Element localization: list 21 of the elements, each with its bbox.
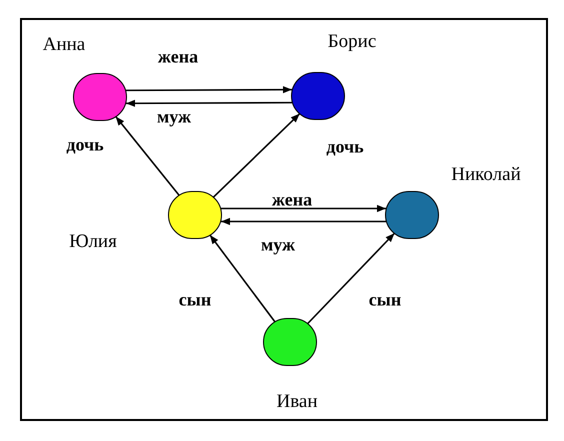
edge-label: жена xyxy=(158,46,198,68)
arrow xyxy=(209,234,276,322)
edge-label: жена xyxy=(272,188,312,212)
edge-label: дочь xyxy=(66,134,104,156)
person-name: Иван xyxy=(276,390,318,414)
arrow xyxy=(126,100,292,107)
edge-label: муж xyxy=(156,106,192,128)
arrow xyxy=(126,86,292,94)
edge-label: муж xyxy=(260,234,296,256)
person-name: Борис xyxy=(328,30,376,54)
arrow xyxy=(306,232,396,324)
person-name: Юлия xyxy=(69,230,117,254)
person-name: Николай xyxy=(451,162,521,187)
edge-label: сын xyxy=(368,288,402,312)
arrow xyxy=(221,218,386,226)
edge-label: сын xyxy=(178,288,212,312)
arrow xyxy=(212,113,300,198)
edge-label: дочь xyxy=(326,136,364,158)
arrow xyxy=(115,116,180,196)
person-name: Анна xyxy=(42,32,86,57)
arrow xyxy=(221,204,386,212)
